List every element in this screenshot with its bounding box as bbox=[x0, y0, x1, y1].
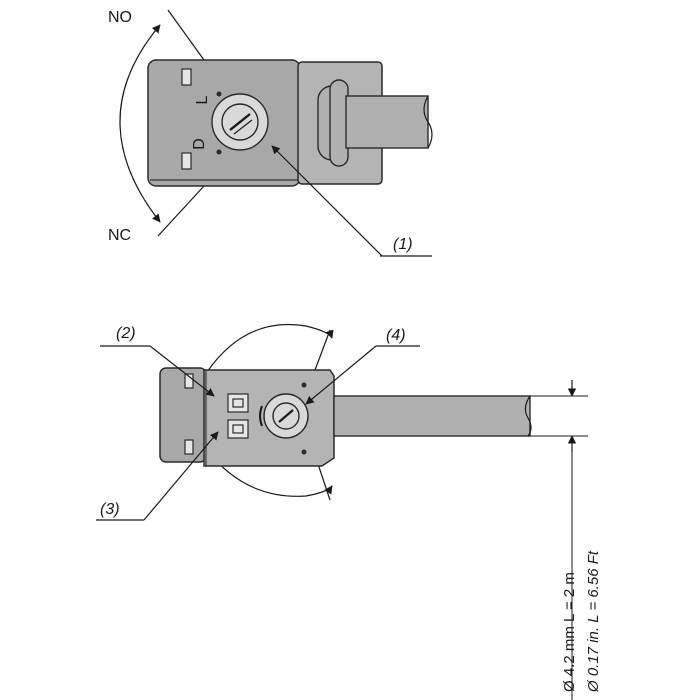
top-sensor-view: L D NO NC (1) bbox=[108, 9, 433, 257]
sensor-body-bottom bbox=[159, 367, 207, 463]
dial-letter-d: D bbox=[191, 138, 208, 150]
no-label: NO bbox=[108, 9, 132, 26]
dial-swing-arc bbox=[206, 323, 334, 373]
callout-1: (1) bbox=[393, 236, 413, 253]
switch-swing-arc bbox=[119, 24, 161, 223]
bottom-sensor-view: (2) (3) (4) Ø 4.2 mm L = 2 m Ø 0.17 in. … bbox=[96, 323, 602, 700]
top-cable bbox=[345, 95, 429, 149]
callout-3: (3) bbox=[100, 501, 120, 518]
cable-dim-imperial: Ø 0.17 in. L = 6.56 Ft bbox=[585, 550, 602, 693]
nc-label: NC bbox=[108, 227, 131, 244]
bottom-cable bbox=[333, 395, 531, 437]
dial-letter-l: L bbox=[194, 95, 211, 104]
cable-dim-metric: Ø 4.2 mm L = 2 m bbox=[561, 572, 578, 692]
callout-4: (4) bbox=[386, 327, 406, 344]
callout-2: (2) bbox=[116, 325, 136, 342]
